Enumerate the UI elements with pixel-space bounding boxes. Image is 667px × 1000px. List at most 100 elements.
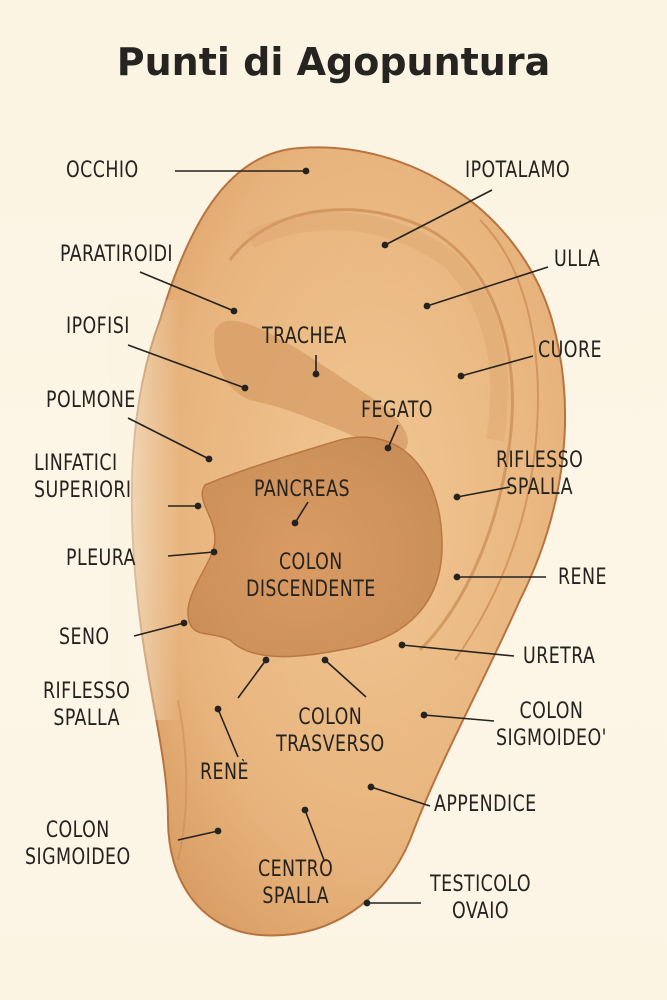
leader-line (167, 551, 215, 557)
leader-lines (127, 167, 549, 907)
ear-antihelix (228, 208, 514, 652)
point-label-line: SUPERIORI (34, 478, 132, 503)
leader-line (127, 417, 210, 460)
point-label-line: URETRA (523, 644, 596, 669)
point-label-line: SPALLA (53, 706, 120, 731)
point-label-line: RENE (558, 565, 607, 590)
leader-line (401, 644, 515, 657)
acupoint-dot (301, 806, 309, 814)
acupoint-dot (210, 548, 218, 556)
acupoint-dot (398, 641, 406, 649)
acupoint-dot (423, 302, 431, 310)
point-label-line: TESTICOLO (430, 872, 532, 897)
point-label-trachea: TRACHEA (262, 323, 347, 350)
point-label-rene-dx: RENE (558, 564, 607, 591)
acupoint-dot (321, 656, 329, 664)
point-label-line: COLON (298, 705, 363, 730)
leader-line (423, 714, 495, 722)
point-label-fegato: FEGATO (361, 397, 433, 424)
point-label-line: SIGMOIDEO (25, 845, 131, 870)
point-label-line: CENTRO (258, 857, 334, 882)
point-label-occhio: OCCHIO (66, 157, 139, 184)
ear-fossa (214, 320, 408, 455)
leader-line (384, 189, 493, 246)
point-label-uretra: URETRA (523, 643, 595, 670)
point-label-line: PARATIROIDI (60, 242, 173, 267)
point-label-line: APPENDICE (434, 792, 537, 817)
acupoint-dot (214, 827, 222, 835)
acupoint-dot (363, 899, 371, 907)
point-label-line: ULLA (554, 247, 601, 272)
point-label-line: CUORE (538, 338, 602, 363)
acupoint-dot (302, 167, 310, 175)
point-label-line: SPALLA (506, 475, 573, 500)
point-label-seno: SENO (59, 624, 110, 651)
point-label-line: TRASVERSO (276, 732, 385, 757)
point-label-line: PANCREAS (254, 477, 350, 502)
point-label-ipotalamo: IPOTALAMO (465, 157, 570, 184)
leader-line (456, 486, 511, 498)
acupoint-dot (194, 502, 202, 510)
point-label-line: COLON (45, 818, 110, 843)
acupoint-dot (205, 455, 213, 463)
leader-line (139, 271, 235, 312)
point-label-line: PLEURA (66, 546, 136, 571)
leader-line (387, 424, 399, 449)
point-label-line: LINFATICI (34, 451, 118, 476)
point-label-line: IPOTALAMO (465, 158, 571, 183)
point-label-ipofisi: IPOFISI (66, 313, 130, 340)
point-label-line: OCCHIO (66, 158, 139, 183)
point-label-rene-accent: RENÈ (200, 759, 249, 786)
ear-concha (187, 436, 443, 658)
point-label-pancreas: PANCREAS (254, 476, 350, 503)
leader-line (127, 344, 246, 389)
point-label-line: COLON (278, 550, 343, 575)
point-label-line: SENO (59, 625, 110, 650)
acupoint-dot (453, 493, 461, 501)
leader-line (177, 830, 219, 841)
point-label-pleura: PLEURA (66, 545, 136, 572)
acupoint-dot (291, 519, 299, 527)
acupoint-dot (384, 444, 392, 452)
leader-line (217, 708, 239, 758)
acupoint-dot (214, 705, 222, 713)
point-label-line: IPOFISI (66, 314, 130, 339)
point-label-line: RIFLESSO (496, 448, 584, 473)
point-label-line: RENÈ (200, 760, 249, 785)
point-label-line: SPALLA (262, 884, 329, 909)
leader-line (324, 659, 367, 698)
leader-line (294, 501, 309, 524)
leader-line (370, 786, 431, 807)
page-title: Punti di Agopuntura (116, 40, 551, 84)
point-label-line: FEGATO (361, 398, 433, 423)
point-label-line: POLMONE (46, 388, 136, 413)
leader-line (460, 355, 534, 377)
acupoint-dot (180, 619, 188, 627)
point-label-ulla: ULLA (554, 246, 600, 273)
leader-line (304, 809, 325, 861)
point-label-line: DISCENDENTE (246, 577, 376, 602)
point-label-line: TRACHEA (262, 324, 347, 349)
point-label-line: RIFLESSO (43, 679, 131, 704)
point-label-appendice: APPENDICE (434, 791, 537, 818)
acupoint-dot (230, 307, 238, 315)
point-label-cuore: CUORE (538, 337, 602, 364)
point-label-polmone: POLMONE (46, 387, 136, 414)
acupoint-dot (241, 384, 249, 392)
point-label-paratiroidi: PARATIROIDI (60, 241, 173, 268)
point-label-line: SIGMOIDEO' (496, 726, 607, 751)
leader-line (133, 622, 185, 637)
acupoint-dot (381, 241, 389, 249)
point-label-line: COLON (519, 699, 584, 724)
point-label-line: OVAIO (452, 899, 510, 924)
acupoint-dot (457, 372, 465, 380)
